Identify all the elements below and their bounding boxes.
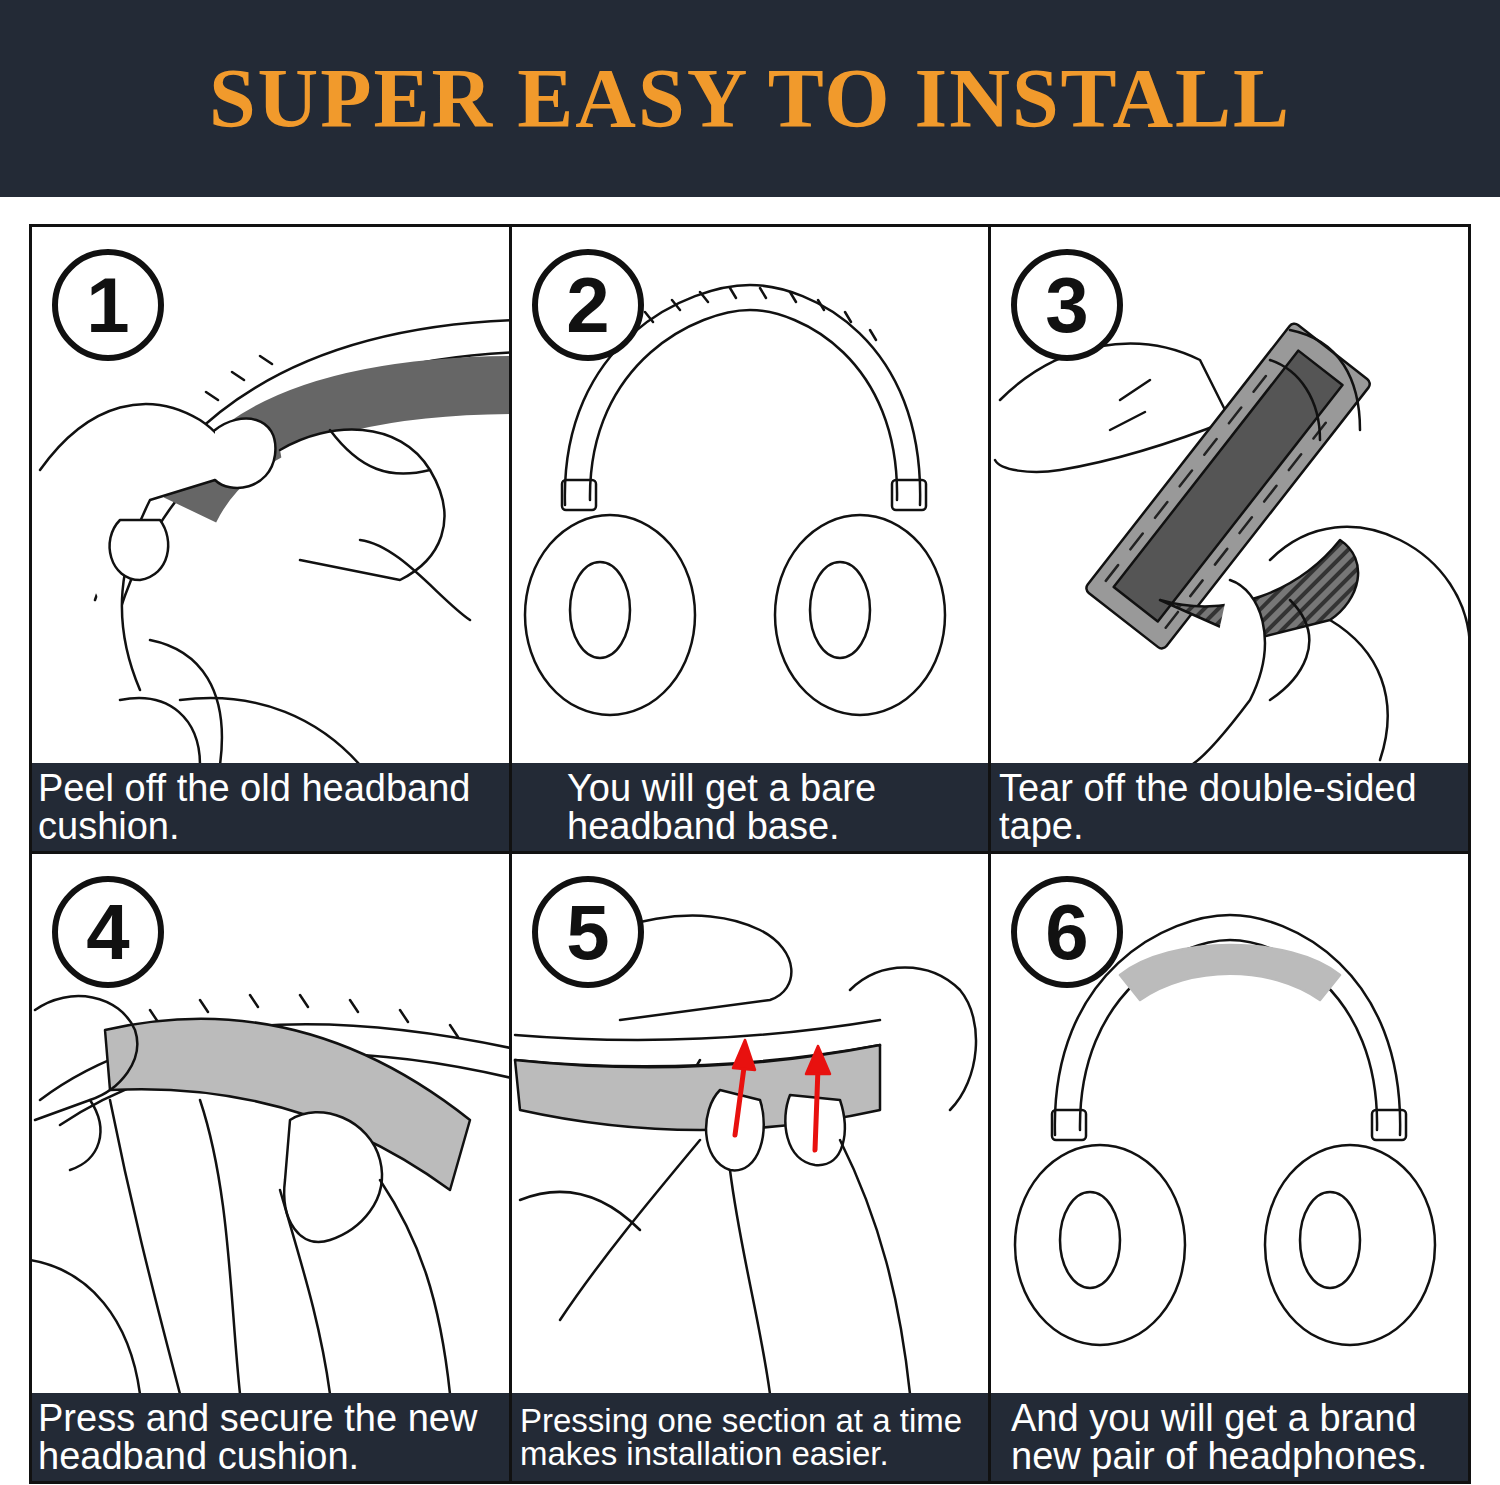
caption-text: And you will get a brand new pair of hea… <box>1011 1399 1462 1475</box>
callout-number: 6 <box>1045 893 1088 971</box>
callout-number: 3 <box>1045 266 1088 344</box>
step-panel: And you will get a brand new pair of hea… <box>988 851 1471 1484</box>
caption-band: You will get a bare headband base. <box>512 763 988 851</box>
caption-text: Tear off the double-sided tape. <box>999 769 1462 845</box>
caption-band: Press and secure the new headband cushio… <box>32 1393 509 1481</box>
caption-band: Tear off the double-sided tape. <box>991 763 1468 851</box>
caption-band: And you will get a brand new pair of hea… <box>991 1393 1468 1481</box>
caption-band: Pressing one section at a time makes ins… <box>512 1393 988 1481</box>
step-number-circle: 3 <box>1011 249 1123 361</box>
step-panel: Pressing one section at a time makes ins… <box>509 851 991 1484</box>
callout-number: 1 <box>86 266 129 344</box>
caption-text: Peel off the old headband cushion. <box>38 769 503 845</box>
caption-text: You will get a bare headband base. <box>567 769 982 845</box>
step-number-circle: 6 <box>1011 876 1123 988</box>
caption-text: Press and secure the new headband cushio… <box>38 1399 503 1475</box>
step-number-circle: 1 <box>52 249 164 361</box>
step-number-circle: 4 <box>52 876 164 988</box>
step-panel: Tear off the double-sided tape. 3 <box>988 224 1471 854</box>
caption-band: Peel off the old headband cushion. <box>32 763 509 851</box>
step-panel: Press and secure the new headband cushio… <box>29 851 512 1484</box>
callout-number: 4 <box>86 893 129 971</box>
step-number-circle: 5 <box>532 876 644 988</box>
callout-number: 5 <box>566 893 609 971</box>
step-panel: Peel off the old headband cushion. 1 <box>29 224 512 854</box>
caption-text: Pressing one section at a time makes ins… <box>520 1404 982 1470</box>
title-text: SUPER EASY TO INSTALL <box>0 0 1500 197</box>
step-number-circle: 2 <box>532 249 644 361</box>
callout-number: 2 <box>566 266 609 344</box>
step-panel: You will get a bare headband base. 2 <box>509 224 991 854</box>
